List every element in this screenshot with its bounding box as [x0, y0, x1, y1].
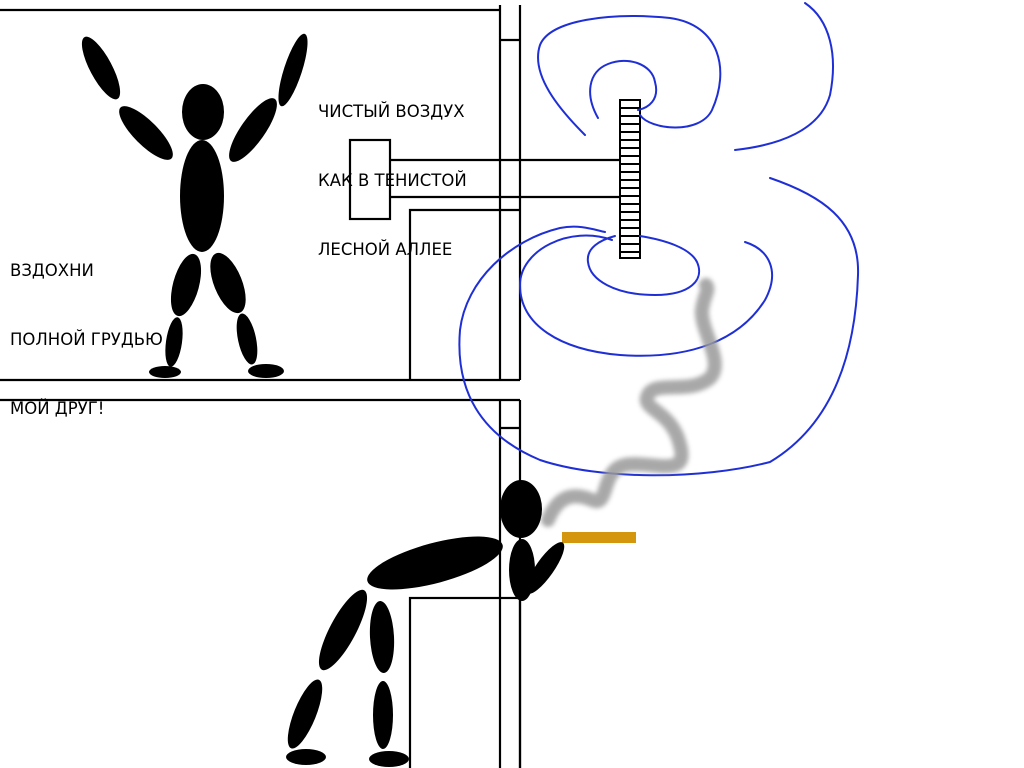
vent-box	[348, 138, 392, 221]
figure2-back-thigh	[318, 589, 368, 671]
breathe-line-2: ПОЛНОЙ ГРУДЬЮ	[10, 330, 163, 349]
lower-cabinet	[408, 596, 522, 768]
cigarette-smoke	[541, 278, 722, 527]
figure2-front-shin	[373, 681, 393, 749]
smoking-figure	[286, 480, 565, 767]
figure2-torso	[367, 536, 503, 590]
figure1-left-thigh	[170, 253, 202, 317]
figure1-right-upper-arm	[229, 98, 277, 162]
figure1-head	[182, 84, 224, 140]
swirl-lower-mid	[518, 234, 774, 357]
breathe-caption: ВЗДОХНИ ПОЛНОЙ ГРУДЬЮ МОЙ ДРУГ!	[10, 213, 163, 443]
exhaust-grille	[619, 99, 641, 259]
figure2-front-foot	[369, 751, 409, 767]
figure2-back-foot	[286, 749, 326, 765]
swirl-lower-outer	[458, 177, 860, 477]
figure1-left-forearm	[81, 36, 121, 100]
figure2-front-thigh	[369, 601, 395, 673]
breathe-line-3: МОЙ ДРУГ!	[10, 399, 105, 418]
figure1-right-thigh	[210, 252, 246, 314]
figure1-right-forearm	[278, 33, 308, 107]
figure1-left-shin	[165, 317, 183, 367]
fresh-air-line-3: ЛЕСНОЙ АЛЛЕЕ	[318, 240, 453, 259]
fresh-air-line-2: КАК В ТЕНИСТОЙ	[318, 171, 467, 190]
figure2-forearm	[525, 542, 565, 594]
figure1-left-foot	[149, 366, 181, 378]
cigarette	[562, 532, 636, 543]
building-lines	[0, 5, 620, 768]
cheerful-figure	[81, 33, 308, 378]
figure1-left-upper-arm	[119, 106, 173, 160]
air-swirls	[458, 2, 860, 477]
figure1-right-foot	[248, 364, 284, 378]
figure2-head	[500, 480, 542, 538]
swirl-lower-inner	[586, 235, 700, 297]
breathe-line-1: ВЗДОХНИ	[10, 261, 94, 280]
fresh-air-caption: ЧИСТЫЙ ВОЗДУХ КАК В ТЕНИСТОЙ ЛЕСНОЙ АЛЛЕ…	[318, 54, 467, 284]
swirl-upper	[537, 2, 834, 151]
fresh-air-line-1: ЧИСТЫЙ ВОЗДУХ	[318, 102, 465, 121]
figure2-back-shin	[287, 679, 323, 749]
figure1-right-shin	[236, 313, 258, 365]
figure1-torso	[180, 140, 224, 252]
shaft-box	[408, 208, 520, 380]
